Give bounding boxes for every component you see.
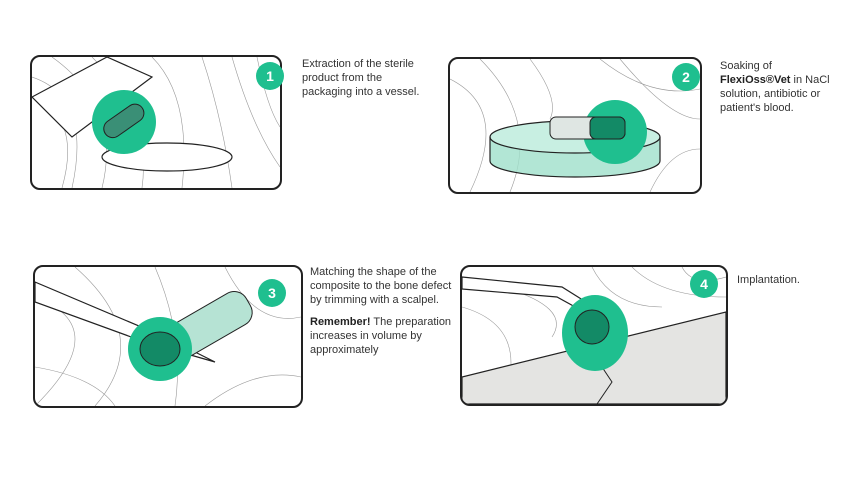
step-1-description: Extraction of the sterile product from t… xyxy=(302,58,420,98)
trimming-illustration xyxy=(35,267,301,406)
step-2-badge: 2 xyxy=(672,63,700,91)
implantation-illustration xyxy=(462,267,726,404)
product-name: FlexiOss®Vet xyxy=(720,74,791,86)
step-3-text: Matching the shape of the composite to t… xyxy=(310,266,452,306)
step-3-description: Matching the shape of the composite to t… xyxy=(310,265,455,365)
soaking-illustration xyxy=(450,59,700,192)
step-2-text-pre: Soaking of xyxy=(720,60,772,72)
step-4-badge: 4 xyxy=(690,270,718,298)
step-1-badge: 1 xyxy=(256,62,284,90)
step-2-text-post: in NaCl solution, antibiotic or patient'… xyxy=(720,74,830,114)
step-4-description: Implantation. xyxy=(737,274,800,286)
step-2-description: Soaking of FlexiOss®Vet in NaCl solution… xyxy=(720,59,840,115)
step-3-note: Remember! The preparation increases in v… xyxy=(310,315,455,357)
step-3-note-bold: Remember! xyxy=(310,316,371,328)
step-1-illustration xyxy=(30,55,282,190)
step-3-note-text: The preparation increases in volume by a… xyxy=(310,316,452,356)
step-4-illustration xyxy=(460,265,728,406)
extraction-illustration xyxy=(32,57,280,188)
step-2-illustration xyxy=(448,57,702,194)
step-3-badge: 3 xyxy=(258,279,286,307)
